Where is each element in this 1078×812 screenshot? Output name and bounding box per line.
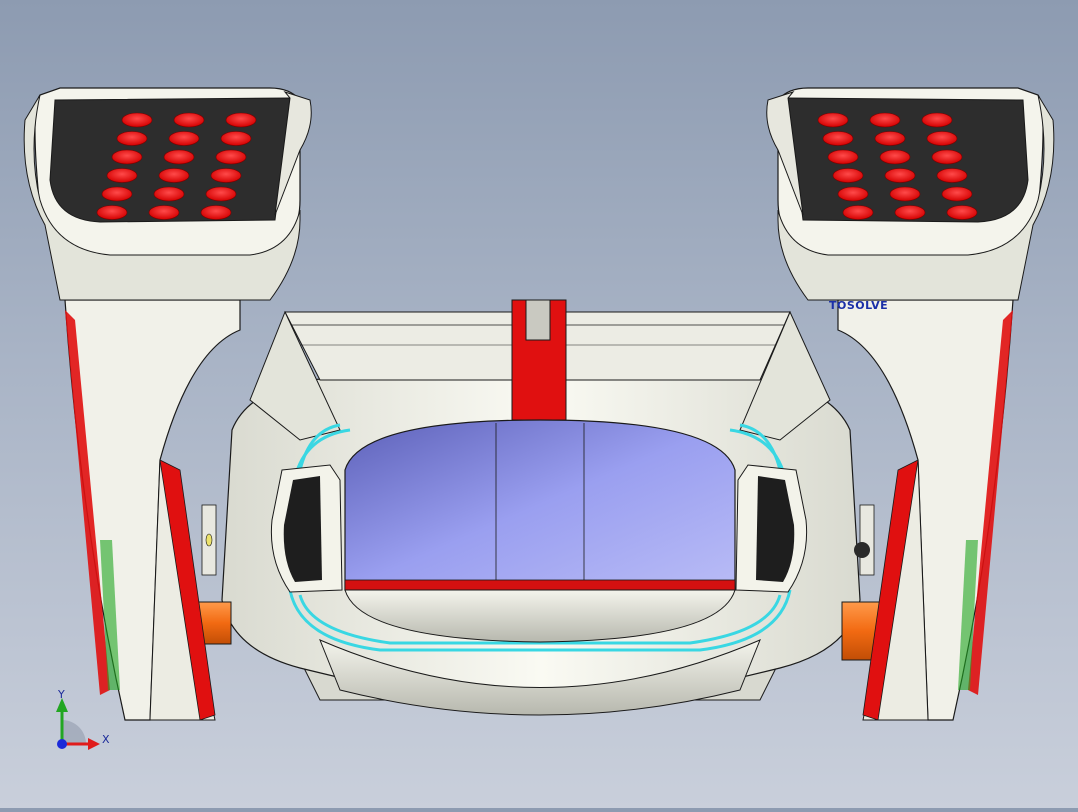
- red-light: [822, 131, 854, 146]
- red-light: [842, 205, 874, 220]
- red-light: [884, 168, 916, 183]
- red-light: [220, 131, 252, 146]
- red-light: [163, 149, 195, 165]
- red-light: [225, 112, 257, 128]
- left-tower[interactable]: [23, 87, 312, 721]
- red-light: [921, 112, 953, 128]
- red-light: [817, 112, 849, 128]
- right-red-lights: [817, 112, 978, 220]
- red-light: [869, 112, 901, 128]
- red-light: [837, 186, 869, 202]
- red-light: [931, 149, 963, 165]
- red-light: [889, 186, 921, 202]
- red-light: [168, 131, 200, 146]
- red-light: [158, 168, 190, 183]
- red-light: [153, 186, 185, 202]
- right-tower[interactable]: [766, 87, 1055, 721]
- red-light: [936, 168, 968, 183]
- red-light: [148, 205, 180, 220]
- glass-cabin[interactable]: [344, 419, 736, 643]
- axis-x-label: X: [102, 733, 110, 746]
- red-light: [874, 131, 906, 146]
- brand-label: TOSOLVE: [829, 299, 889, 312]
- red-light: [879, 149, 911, 165]
- red-light: [832, 168, 864, 183]
- red-light: [200, 205, 232, 220]
- red-light: [827, 149, 859, 165]
- red-light: [894, 205, 926, 220]
- axis-triad[interactable]: [56, 698, 100, 750]
- axis-y-label: Y: [58, 688, 65, 701]
- axis-y-arrow: [56, 698, 68, 712]
- left-red-lights: [96, 112, 257, 220]
- red-light: [173, 112, 205, 128]
- red-light: [926, 131, 958, 146]
- left-window: [270, 464, 343, 593]
- red-light: [96, 205, 128, 220]
- axis-z-dot: [57, 739, 67, 749]
- red-light: [215, 149, 247, 165]
- red-light: [946, 205, 978, 220]
- red-light: [106, 168, 138, 183]
- red-light: [116, 131, 148, 146]
- red-light: [111, 149, 143, 165]
- red-light: [205, 186, 237, 202]
- axis-x-arrow: [88, 738, 100, 750]
- red-light: [121, 112, 153, 128]
- red-light: [210, 168, 242, 183]
- red-light: [941, 186, 973, 202]
- red-light: [101, 186, 133, 202]
- right-window: [735, 464, 808, 593]
